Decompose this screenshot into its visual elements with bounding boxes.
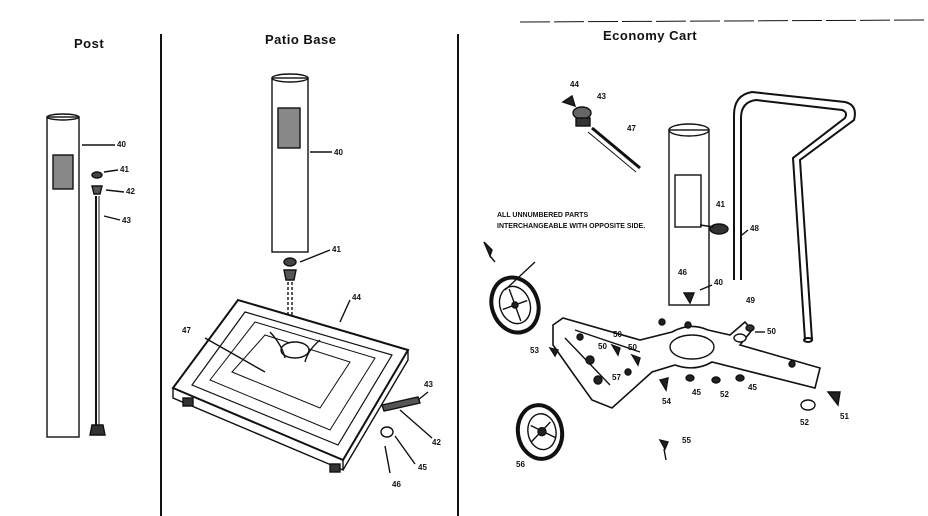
cart-label-52-a: 52 [720, 390, 729, 399]
cart-label-50-b: 50 [613, 330, 622, 339]
patio-label-44: 44 [352, 293, 361, 302]
economy-cart-title: Economy Cart [603, 28, 698, 43]
cart-label-50-c: 50 [598, 342, 607, 351]
post-rod [89, 171, 106, 436]
cart-wheel-bottom [515, 403, 565, 461]
cart-wheel-top [489, 275, 541, 335]
cart-label-48: 48 [750, 224, 759, 233]
divider-right [457, 34, 459, 516]
interchangeable-note: ALL UNNUMBERED PARTS INTERCHANGEABLE WIT… [497, 212, 646, 230]
patio-post-tube [271, 73, 309, 253]
cart-label-49: 49 [746, 296, 755, 305]
post-label-40: 40 [117, 140, 126, 149]
cart-label-44: 44 [570, 80, 579, 89]
post-tube [46, 113, 80, 438]
patio-label-45: 45 [418, 463, 427, 472]
divider-left [160, 34, 162, 516]
cart-label-46: 46 [678, 268, 687, 277]
cart-label-41: 41 [716, 200, 725, 209]
cart-label-50-d: 50 [628, 343, 637, 352]
post-title: Post [74, 36, 105, 51]
post-label-43: 43 [122, 216, 131, 225]
patio-base-title: Patio Base [265, 32, 337, 47]
patio-label-46: 46 [392, 480, 401, 489]
cart-label-45-a: 45 [692, 388, 701, 397]
cart-label-45-b: 45 [748, 383, 757, 392]
cart-label-54: 54 [662, 397, 671, 406]
cart-label-40: 40 [714, 278, 723, 287]
patio-label-42: 42 [432, 438, 441, 447]
cart-label-47: 47 [627, 124, 636, 133]
patio-label-43: 43 [424, 380, 433, 389]
post-label-42: 42 [126, 187, 135, 196]
cart-label-57: 57 [612, 373, 621, 382]
patio-label-47: 47 [182, 326, 191, 335]
cart-label-50-a: 50 [767, 327, 776, 336]
patio-label-41: 41 [332, 245, 341, 254]
patio-label-40: 40 [334, 148, 343, 157]
cart-label-52-b: 52 [800, 418, 809, 427]
post-label-41: 41 [120, 165, 129, 174]
cart-label-51: 51 [840, 412, 849, 421]
cart-handle [733, 90, 856, 343]
cart-post-tube [668, 123, 710, 306]
cart-label-56: 56 [516, 460, 525, 469]
cart-frame [552, 317, 821, 409]
cart-label-43: 43 [597, 92, 606, 101]
cart-label-53: 53 [530, 346, 539, 355]
patio-base-plate [171, 298, 410, 473]
cart-label-55: 55 [682, 436, 691, 445]
